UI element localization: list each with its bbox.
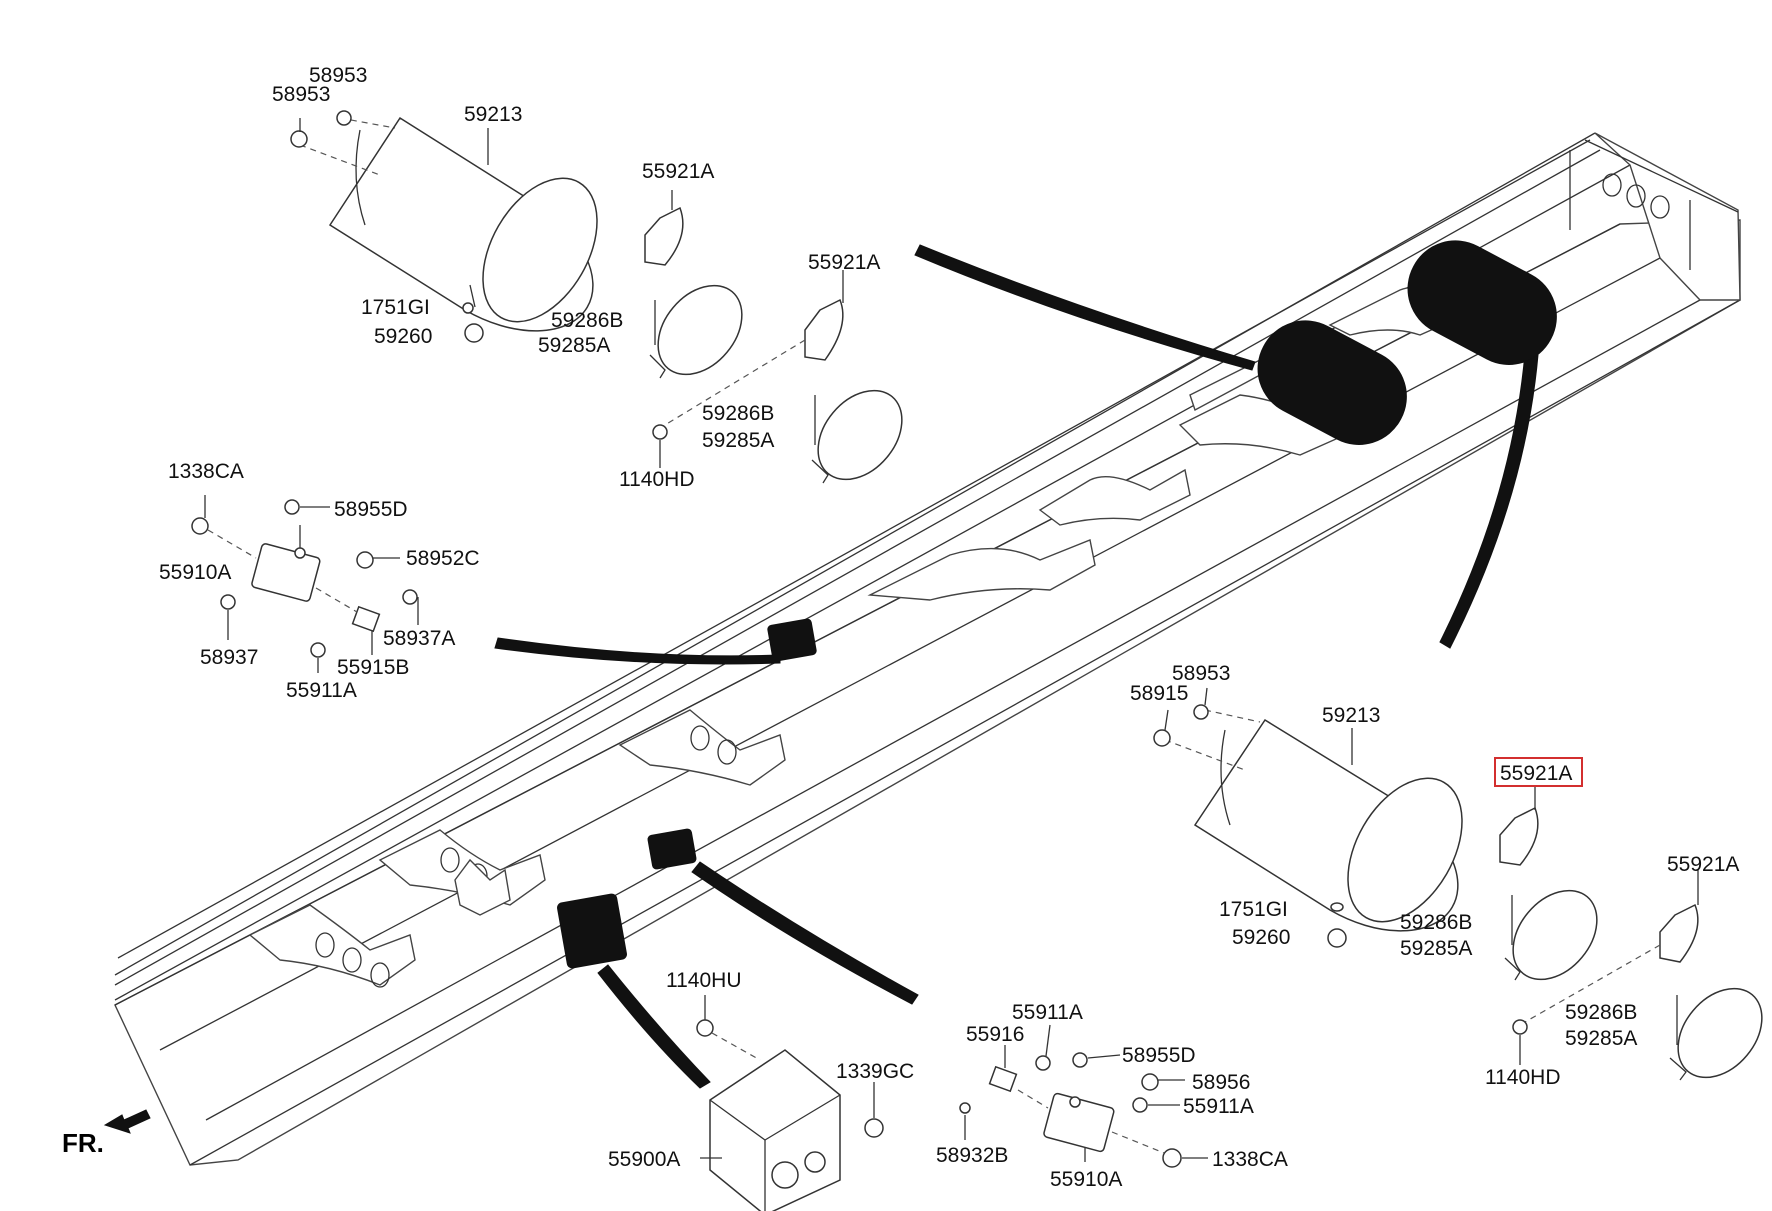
part-label-59286B: 59286B bbox=[1565, 1001, 1637, 1024]
part-label-59286B: 59286B bbox=[702, 402, 774, 425]
part-label-59286B: 59286B bbox=[1400, 911, 1472, 934]
fitting-58955D-left bbox=[284, 499, 330, 515]
part-label-58915: 58915 bbox=[1130, 682, 1188, 705]
bracket-55921A-upper-a bbox=[644, 190, 684, 266]
fitting-58955D-lower bbox=[1072, 1052, 1121, 1068]
part-label-58953: 58953 bbox=[1172, 662, 1230, 685]
part-label-55921A-highlighted[interactable]: 55921A bbox=[1500, 762, 1572, 785]
frame-air-tank-2 bbox=[1407, 240, 1557, 365]
part-label-58953: 58953 bbox=[309, 64, 367, 87]
part-label-55910A: 55910A bbox=[1050, 1168, 1122, 1191]
strap-59285A-upper-b bbox=[811, 389, 903, 484]
part-label-59286B: 59286B bbox=[551, 309, 623, 332]
part-label-58932B: 58932B bbox=[936, 1144, 1008, 1167]
frame-valve-2 bbox=[647, 828, 697, 870]
bracket-55921A-lower-b bbox=[1524, 870, 1699, 1023]
part-label-59285A: 59285A bbox=[1400, 937, 1472, 960]
fitting-58937 bbox=[220, 594, 236, 640]
highlight-box bbox=[1494, 757, 1583, 787]
fitting-58953-lower bbox=[1193, 687, 1209, 720]
front-arrow-icon bbox=[103, 1109, 151, 1134]
air-tank-upper bbox=[299, 116, 598, 332]
part-label-1140HD: 1140HD bbox=[619, 468, 695, 491]
fr-label: FR. bbox=[62, 1128, 104, 1158]
part-label-1751GI: 1751GI bbox=[1219, 898, 1288, 921]
bracket-55921A-lower-a bbox=[1499, 785, 1539, 866]
part-label-59285A: 59285A bbox=[702, 429, 774, 452]
part-label-58955D: 58955D bbox=[334, 498, 408, 521]
frame-air-tank-1 bbox=[1257, 320, 1407, 445]
bolt-1140HU bbox=[696, 995, 761, 1061]
part-label-1751GI: 1751GI bbox=[361, 296, 430, 319]
part-label-55910A: 55910A bbox=[159, 561, 231, 584]
relay-valve-55910A-left bbox=[251, 525, 321, 602]
part-label-1338CA: 1338CA bbox=[168, 460, 244, 483]
fitting-58956 bbox=[1141, 1073, 1185, 1091]
part-label-58952C: 58952C bbox=[406, 547, 480, 570]
part-label-59260: 59260 bbox=[1232, 926, 1290, 949]
part-label-1339GC: 1339GC bbox=[836, 1060, 914, 1083]
bolt-1140HD-lower bbox=[1512, 1019, 1528, 1065]
drain-valve-59260-upper bbox=[462, 302, 484, 343]
nut-1339GC bbox=[864, 1082, 884, 1138]
strap-59285A-lower-a bbox=[1504, 889, 1598, 981]
part-label-59285A: 59285A bbox=[1565, 1027, 1637, 1050]
part-label-1338CA: 1338CA bbox=[1212, 1148, 1288, 1171]
part-label-55911A: 55911A bbox=[1183, 1095, 1254, 1118]
fitting-58932B bbox=[959, 1102, 971, 1140]
part-label-59285A: 59285A bbox=[538, 334, 610, 357]
frame-module-box bbox=[557, 893, 627, 969]
part-labels: 58953 58953 59213 55921A 55921A 1751GI 5… bbox=[159, 64, 1739, 1191]
air-tank-lower bbox=[1164, 709, 1463, 932]
tee-55915B bbox=[315, 587, 381, 655]
part-label-55921A: 55921A bbox=[808, 251, 880, 274]
tee-55916 bbox=[988, 1045, 1049, 1109]
relay-valve-55910A-lower bbox=[1043, 1092, 1115, 1162]
nut-1338CA-left bbox=[191, 495, 257, 559]
part-label-55911A: 55911A bbox=[286, 679, 357, 702]
drain-valve-59260-lower bbox=[1327, 928, 1347, 948]
fitting-58915 bbox=[1153, 709, 1171, 747]
fitting-58952C bbox=[356, 551, 400, 569]
part-label-58955D: 58955D bbox=[1122, 1044, 1196, 1067]
fitting-58937A bbox=[402, 589, 419, 625]
part-label-55911A: 55911A bbox=[1012, 1001, 1083, 1024]
bolt-1140HD-upper bbox=[652, 424, 668, 468]
part-label-58953: 58953 bbox=[272, 83, 330, 106]
part-label-59213: 59213 bbox=[1322, 704, 1380, 727]
strap-59285A-lower-b bbox=[1669, 987, 1763, 1081]
part-label-1140HD: 1140HD bbox=[1485, 1066, 1561, 1089]
part-label-55915B: 55915B bbox=[337, 656, 409, 679]
part-label-1140HU: 1140HU bbox=[666, 969, 742, 992]
location-callouts bbox=[494, 240, 1557, 1089]
part-label-58937: 58937 bbox=[200, 646, 258, 669]
fitting-55911A-lower-a bbox=[1035, 1024, 1051, 1071]
fitting-55911A-lower-b bbox=[1132, 1097, 1180, 1113]
fitting-58953-upper-a bbox=[336, 110, 352, 126]
fitting-58953-upper-b bbox=[290, 118, 308, 148]
front-direction-indicator: FR. bbox=[62, 1109, 151, 1158]
part-label-55921A: 55921A bbox=[642, 160, 714, 183]
chassis-frame bbox=[114, 132, 1741, 1166]
part-label-55900A: 55900A bbox=[608, 1148, 680, 1171]
part-label-59213: 59213 bbox=[464, 103, 522, 126]
part-label-55921A: 55921A bbox=[1667, 853, 1739, 876]
part-label-59260: 59260 bbox=[374, 325, 432, 348]
bracket-55921A-upper-b bbox=[659, 270, 844, 429]
washer-1751GI-lower bbox=[1330, 902, 1344, 912]
nut-1338CA-lower bbox=[1111, 1131, 1208, 1168]
strap-59285A-upper-a bbox=[649, 284, 743, 379]
module-55900A bbox=[700, 1049, 841, 1211]
part-label-58956: 58956 bbox=[1192, 1071, 1250, 1094]
part-label-55916: 55916 bbox=[966, 1023, 1024, 1046]
part-label-58937A: 58937A bbox=[383, 627, 455, 650]
frame-valve-1 bbox=[767, 618, 817, 662]
fitting-55911A-left bbox=[310, 642, 326, 673]
